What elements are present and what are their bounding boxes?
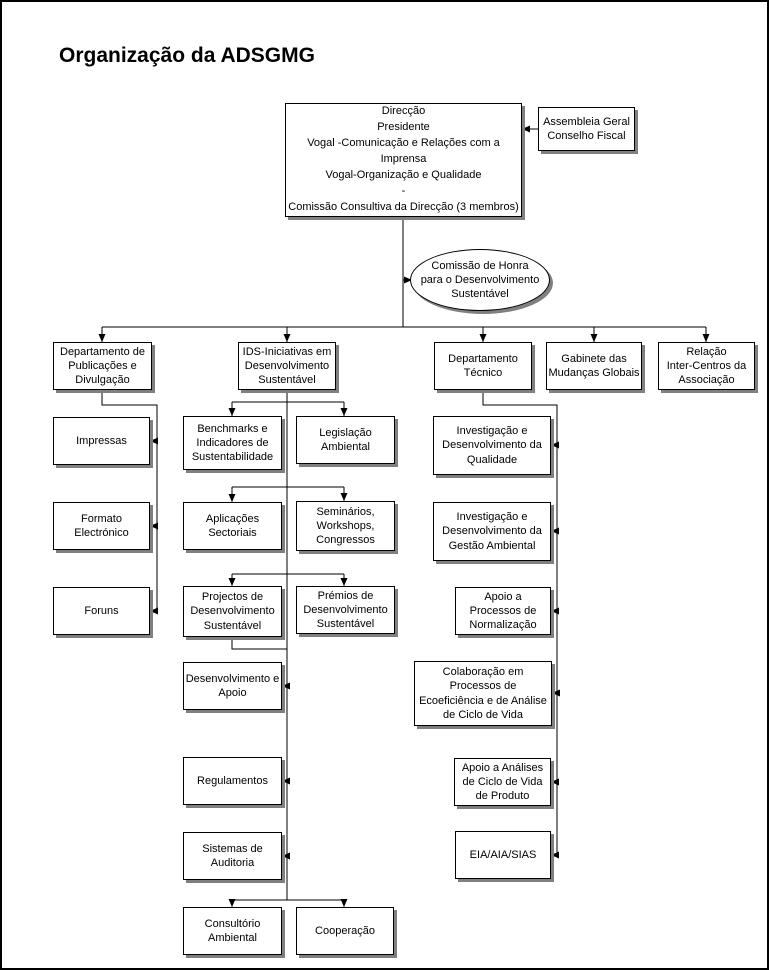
node-departamento-publicacoes: Departamento de Publicações e Divulgação [53, 342, 152, 390]
node-consultorio-ambiental: Consultório Ambiental [183, 907, 282, 955]
node-gabinete-mudancas-globais: Gabinete das Mudanças Globais [546, 342, 642, 390]
node-aplicacoes-sectoriais: Aplicações Sectoriais [183, 502, 282, 550]
node-ids-iniciativas: IDS-Iniciativas em Desenvolvimento Suste… [238, 342, 336, 390]
node-investigacao-qualidade: Investigação e Desenvolvimento da Qualid… [433, 416, 551, 475]
node-departamento-tecnico: Departamento Técnico [434, 342, 532, 390]
node-impressas: Impressas [53, 417, 150, 465]
page-title: Organização da ADSGMG [59, 44, 315, 67]
node-projectos-desenvolvimento: Projectos de Desenvolvimento Sustentável [183, 586, 282, 637]
node-cooperacao: Cooperação [296, 907, 394, 955]
node-seminarios-workshops: Seminários, Workshops, Congressos [296, 501, 395, 551]
node-foruns: Foruns [53, 587, 150, 635]
node-investigacao-gestao-ambiental: Investigação e Desenvolvimento da Gestão… [433, 502, 551, 561]
node-eia-aia-sias: EIA/AIA/SIAS [455, 831, 551, 879]
node-comissao-de-honra: Comissão de Honra para o Desenvolvimento… [410, 249, 550, 311]
node-desenvolvimento-apoio: Desenvolvimento e Apoio [183, 662, 282, 710]
node-assembleia-geral: Assembleia Geral Conselho Fiscal [538, 107, 635, 151]
node-direccao: Direcção Presidente Vogal -Comunicação e… [285, 103, 522, 217]
node-colaboracao-ecoeficiencia: Colaboração em Processos de Ecoeficiênci… [414, 661, 552, 726]
node-premios-desenvolvimento: Prémios de Desenvolvimento Sustentável [296, 586, 395, 634]
node-legislacao-ambiental: Legislação Ambiental [296, 416, 395, 464]
node-sistemas-auditoria: Sistemas de Auditoria [183, 832, 282, 880]
node-relacao-inter-centros: Relação Inter-Centros da Associação [658, 342, 755, 390]
node-apoio-analises-ciclo-vida: Apoio a Análises de Ciclo de Vida de Pro… [454, 758, 551, 806]
node-regulamentos: Regulamentos [183, 757, 282, 805]
node-apoio-normalizacao: Apoio a Processos de Normalização [455, 587, 551, 635]
node-formato-electronico: Formato Electrónico [53, 502, 150, 550]
node-benchmarks: Benchmarks e Indicadores de Sustentabili… [183, 416, 282, 470]
